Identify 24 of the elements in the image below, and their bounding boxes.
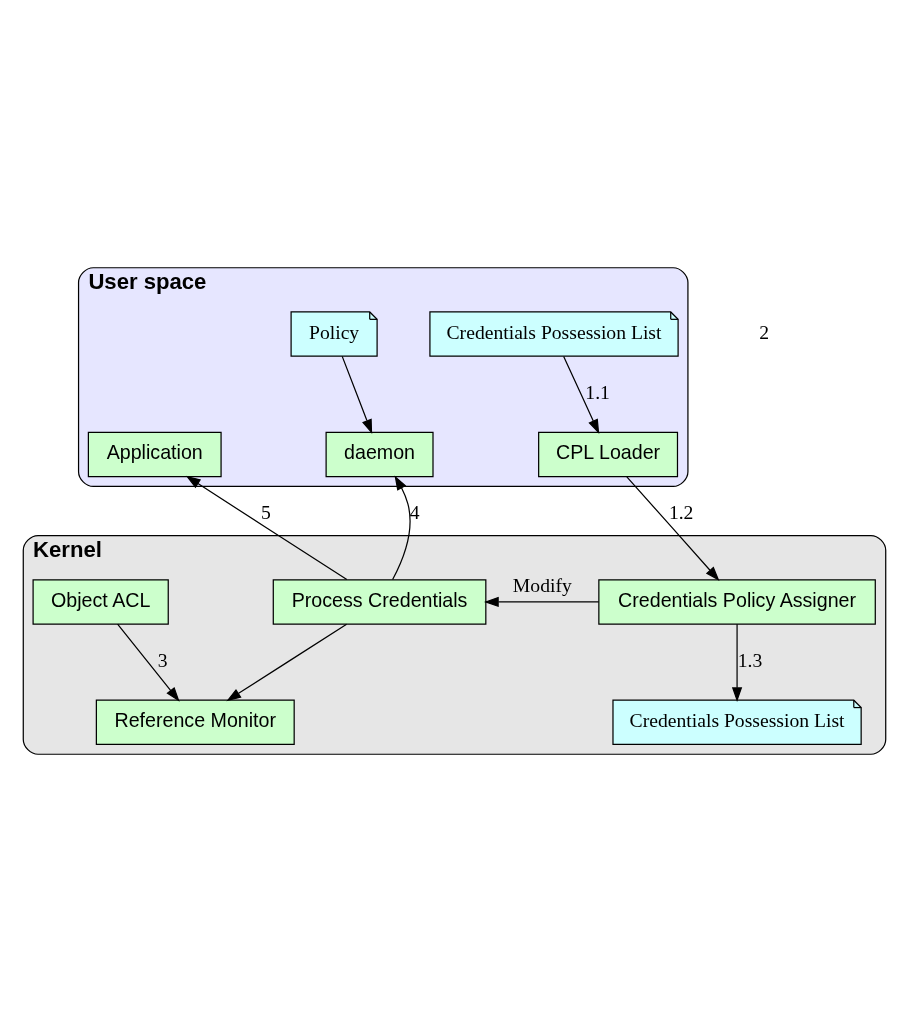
arrow xyxy=(185,475,348,581)
node-box: daemon xyxy=(325,431,434,478)
edge-label: Modify xyxy=(512,573,572,596)
arrow xyxy=(731,623,743,703)
edge-label: 1.2 xyxy=(668,501,694,524)
node-box: CPL Loader xyxy=(538,431,679,478)
arrow xyxy=(626,476,720,581)
arrow xyxy=(563,355,600,435)
edge-label: 1.1 xyxy=(585,380,610,403)
node-box: Reference Monitor xyxy=(95,699,295,746)
arrow xyxy=(392,475,411,581)
label: 2 xyxy=(759,320,770,343)
edge-label: 5 xyxy=(261,501,271,524)
node-box: Application xyxy=(87,431,222,478)
arrow xyxy=(484,596,600,608)
arrow xyxy=(341,355,373,435)
edge-label: 4 xyxy=(409,501,420,524)
edge-label: 1.3 xyxy=(737,648,763,671)
node-box: Process Credentials xyxy=(272,579,487,625)
node-box: Credentials Policy Assigner xyxy=(598,579,876,625)
arrow xyxy=(226,623,348,702)
node-box: Object ACL xyxy=(32,579,169,625)
arrow xyxy=(116,623,180,702)
edge-label: 3 xyxy=(157,648,168,671)
